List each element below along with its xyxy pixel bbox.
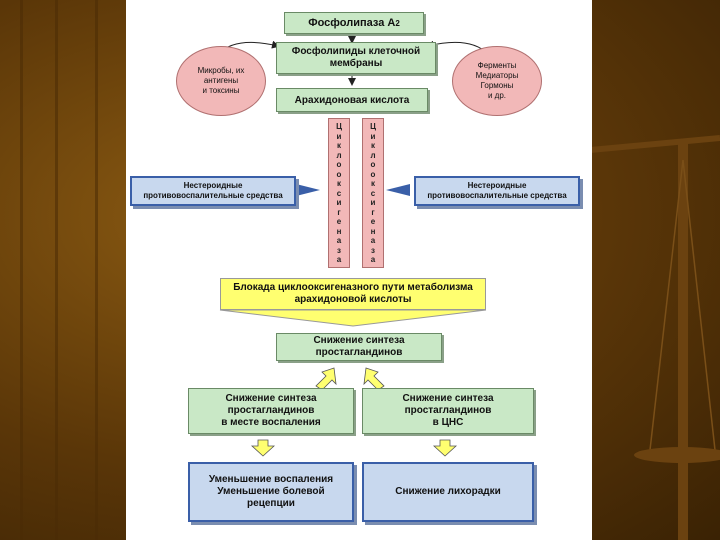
vertical-letter: л <box>370 150 376 160</box>
microbes-line: антигены <box>203 76 239 85</box>
reduction-box: Снижение синтеза простагландинов <box>276 333 442 361</box>
scales-of-justice-icon <box>590 135 720 540</box>
microbes-oval: Микробы, их антигены и токсины <box>176 46 266 116</box>
vertical-letter: н <box>336 226 342 236</box>
vertical-letter: а <box>370 255 376 264</box>
vertical-letter: Ц <box>336 122 342 131</box>
vertical-letter: к <box>370 179 375 188</box>
vertical-letter: г <box>337 207 341 217</box>
vertical-letter: з <box>371 245 375 255</box>
background-stripe <box>95 0 98 540</box>
effect-fever-box: Снижение лихорадки <box>362 462 534 522</box>
vertical-letter: с <box>370 188 376 198</box>
nsaid-left-box: Нестероидные противовоспалительные средс… <box>130 176 296 206</box>
vertical-letter: и <box>336 131 342 141</box>
vertical-letter: о <box>370 160 376 169</box>
vertical-letter: о <box>370 169 376 179</box>
vertical-letter: о <box>336 160 342 169</box>
vertical-letter: а <box>370 236 376 245</box>
reduction-inflammation-site-box: Снижение синтеза простагландинов в месте… <box>188 388 354 434</box>
enzymes-line: Медиаторы <box>475 71 519 80</box>
vertical-letter: с <box>336 188 342 198</box>
enzymes-oval: Ферменты Медиаторы Гормоны и др. <box>452 46 542 116</box>
phospholipids-box: Фосфолипиды клеточной мембраны <box>276 42 436 74</box>
vertical-letter: к <box>336 179 341 188</box>
vertical-letter: к <box>336 141 341 150</box>
microbes-line: Микробы, их <box>197 66 245 75</box>
microbes-line: и токсины <box>202 86 240 95</box>
vertical-letter: з <box>337 245 341 255</box>
nsaid-right-box: Нестероидные противовоспалительные средс… <box>414 176 580 206</box>
vertical-letter: и <box>370 198 376 207</box>
effect-inflammation-box: Уменьшение воспаления Уменьшение болевой… <box>188 462 354 522</box>
background-stripe <box>20 0 23 540</box>
vertical-letter: к <box>370 141 375 150</box>
vertical-letter: н <box>370 226 376 236</box>
vertical-letter: а <box>336 236 342 245</box>
vertical-letter: а <box>336 255 342 264</box>
phospholipase-label: Фосфолипаза А <box>308 17 396 29</box>
blockade-box: Блокада циклооксигеназного пути метаболи… <box>220 278 486 310</box>
vertical-letter: г <box>371 207 375 217</box>
enzymes-line: Ферменты <box>477 61 517 70</box>
enzymes-line: и др. <box>487 91 507 100</box>
vertical-letter: о <box>336 169 342 179</box>
vertical-letter: е <box>370 217 376 226</box>
vertical-letter: Ц <box>370 122 376 131</box>
arachidonic-acid-box: Арахидоновая кислота <box>276 88 428 112</box>
reduction-cns-box: Снижение синтеза простагландинов в ЦНС <box>362 388 534 434</box>
vertical-letter: л <box>336 150 342 160</box>
vertical-letter: и <box>370 131 376 141</box>
background-stripe <box>55 0 58 540</box>
phospholipase-subscript: 2 <box>395 18 400 28</box>
vertical-letter: е <box>336 217 342 226</box>
vertical-letter: и <box>336 198 342 207</box>
enzymes-line: Гормоны <box>480 81 514 90</box>
